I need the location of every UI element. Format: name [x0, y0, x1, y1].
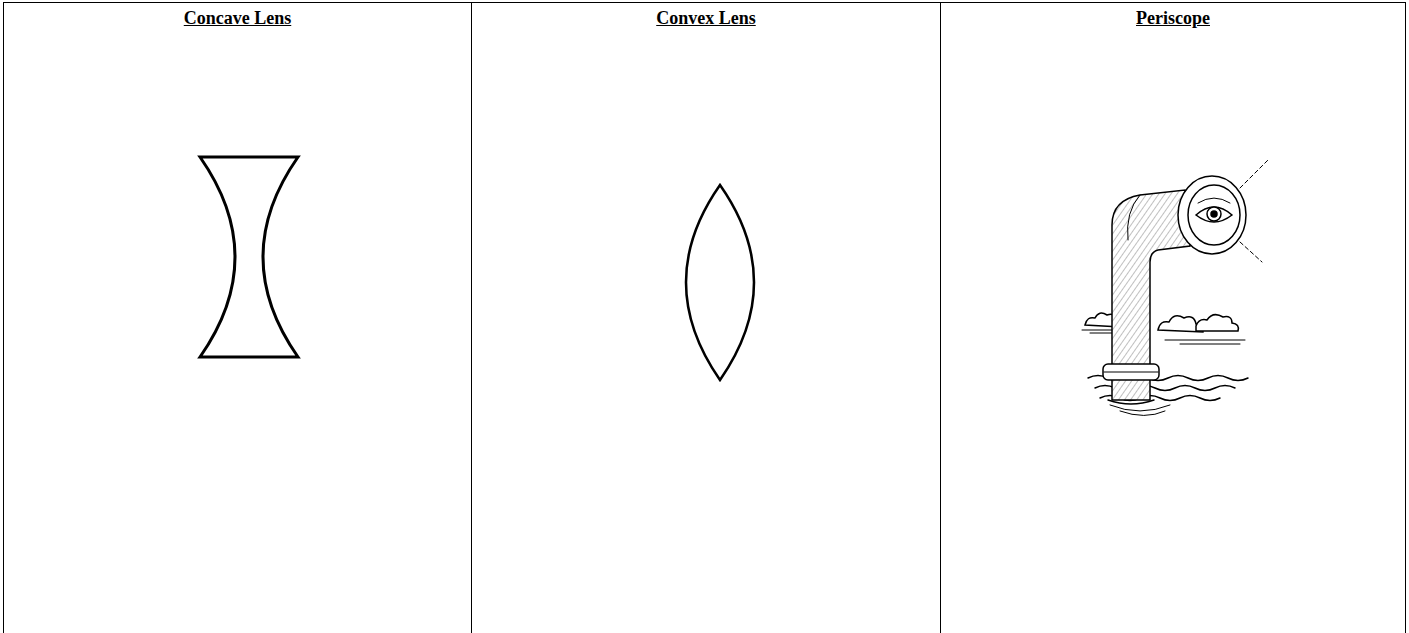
table-cell: Concave Lens [3, 2, 471, 633]
column-heading: Convex Lens [472, 3, 940, 30]
periscope-illustration [1082, 160, 1268, 416]
convex-lens [686, 185, 754, 380]
column-heading: Concave Lens [4, 3, 471, 30]
column-heading: Periscope [941, 3, 1405, 30]
table-cell: Convex Lens [471, 2, 940, 633]
table-cell: Periscope [940, 2, 1406, 633]
concave-lens [200, 157, 298, 357]
